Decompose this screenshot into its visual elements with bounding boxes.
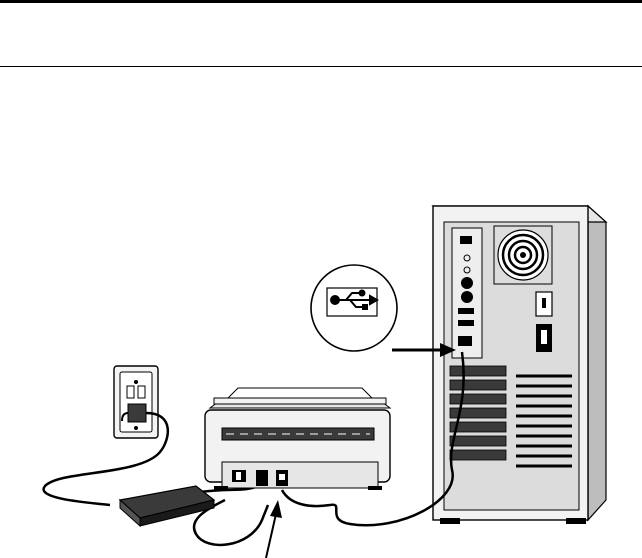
computer-tower xyxy=(433,206,606,524)
arrow-to-scanner-port xyxy=(266,500,282,558)
usb-symbol-callout xyxy=(311,265,397,351)
power-adapter xyxy=(120,486,214,526)
scanner xyxy=(205,388,390,490)
fan-grille xyxy=(494,226,552,284)
wall-outlet xyxy=(114,366,158,438)
